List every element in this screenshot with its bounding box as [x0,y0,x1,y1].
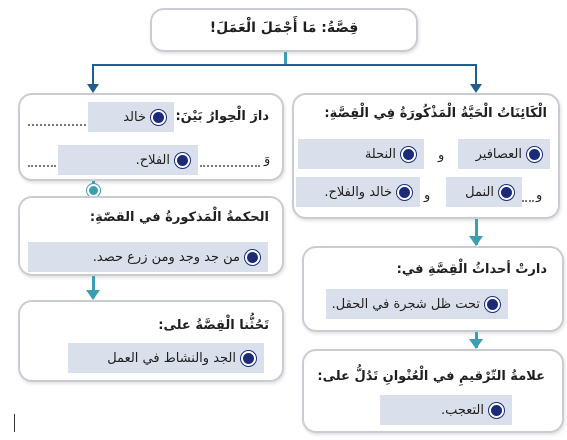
connector-stem [475,219,478,245]
creatures-heading: الْكَائِنَاتُ الْحَيَّةُ الْمَذْكُورَةُ … [324,106,547,121]
creatures-conjunction-2: و [536,188,543,203]
creature-answer-2: النحلة [298,139,424,169]
dialogue-heading: دارَ الْحِوارُ بَيْنَ: [175,109,269,124]
wisdom-heading: الحكمةُ الْمَذكورةُ في القصّةِ: [89,210,269,225]
bullet-icon [527,146,542,162]
bullet-icon [401,146,416,162]
punctuation-answer-text: التعجب. [440,402,484,418]
creature-answer-3: النمل [446,177,522,207]
story-title: قِصَّةُ: مَا أَجْمَلَ الْعَمَلَ! [209,20,359,36]
answer-line [522,200,534,202]
urges-answer-text: الجد والنشاط في العمل [107,350,236,366]
bullet-icon [485,296,500,312]
answer-line [200,165,260,167]
dialogue-answer-1: خالد [88,102,174,132]
bullet-icon [489,402,504,418]
wisdom-answer: من جد وجد ومن زرع حصد. [28,242,268,272]
punctuation-heading: علامةُ التّرْقيمِ في الْعُنْوانِ تَدُلُّ… [317,369,545,384]
events-answer-text: تحت ظل شجرة في الحقل. [331,296,480,312]
creature-answer-4: خالد والفلاح. [296,177,420,207]
dialogue-name-1: خالد [123,109,146,125]
connector-stem [92,276,95,298]
answer-line [28,165,56,167]
arrowhead-left [87,84,99,93]
creatures-conjunction-3: و [424,188,431,203]
branch-line [92,64,477,87]
title-box [150,8,418,52]
wisdom-answer-text: من جد وجد ومن زرع حصد. [92,249,240,265]
bullet-icon [245,249,260,265]
title-stem [284,52,287,64]
text-cursor [14,414,15,432]
bullet-icon [397,184,412,200]
urges-answer: الجد والنشاط في العمل [68,343,264,373]
creature-1: العصافير [475,146,522,162]
bullet-icon [241,350,256,366]
bullet-icon [175,152,190,168]
bullet-icon [151,109,166,125]
creatures-conjunction-1: و [438,148,445,163]
events-answer: تحت ظل شجرة في الحقل. [326,289,508,319]
creature-3: النمل [465,184,494,200]
creature-4: خالد والفلاح. [324,184,392,200]
arrowhead-right [470,84,482,93]
punctuation-answer: التعجب. [380,395,512,425]
events-heading: دارتْ أحداثُ الْقِصَّةِ في: [396,262,547,277]
urges-heading: تَحُثُّنا الْقِصَّةُ على: [158,318,269,333]
dialogue-answer-2: الفلاح. [58,145,198,175]
creature-answer-1: العصافير [458,139,550,169]
bullet-icon [499,184,514,200]
answer-line [28,124,86,126]
creature-2: النحلة [364,146,396,162]
dialogue-name-2: الفلاح. [135,152,170,168]
dialogue-conjunction: وَ [264,152,271,167]
